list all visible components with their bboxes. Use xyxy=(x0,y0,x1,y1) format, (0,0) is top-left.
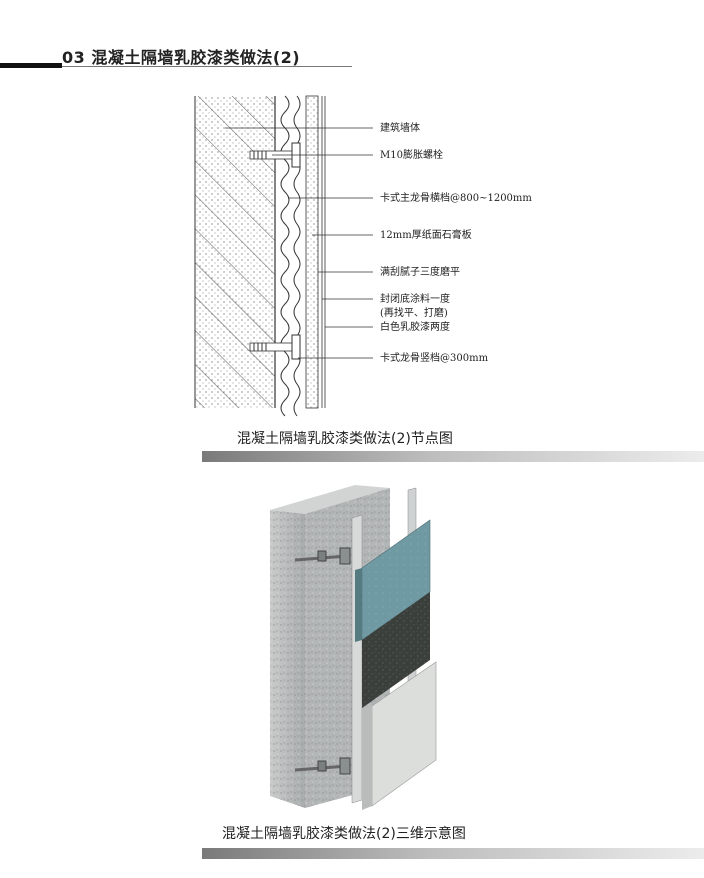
label-primer: 封闭底涂料一度 xyxy=(380,292,450,305)
isometric-drawing xyxy=(270,485,437,810)
label-main-keel: 卡式主龙骨横档@800~1200mm xyxy=(380,191,532,204)
concrete-wall xyxy=(194,96,276,408)
keel-profile xyxy=(280,95,290,417)
header-rule xyxy=(62,66,352,67)
section-caption: 混凝土隔墙乳胶漆类做法(2)节点图 xyxy=(237,431,453,447)
board-layers xyxy=(305,95,326,409)
expansion-bolt-bottom xyxy=(249,334,301,360)
label-gypsum-board: 12mm厚纸面石膏板 xyxy=(380,228,472,241)
leader-lines xyxy=(225,127,373,359)
header-bar xyxy=(0,63,62,68)
label-putty: 满刮腻子三度磨平 xyxy=(380,265,460,278)
label-vertical-keel: 卡式龙骨竖档@300mm xyxy=(380,351,489,364)
label-primer-note: (再找平、打磨) xyxy=(380,306,448,319)
page-title: 03 混凝土隔墙乳胶漆类做法(2) xyxy=(62,48,301,67)
label-building-wall: 建筑墙体 xyxy=(380,121,420,134)
isometric-caption: 混凝土隔墙乳胶漆类做法(2)三维示意图 xyxy=(222,826,466,842)
label-latex-paint: 白色乳胶漆两度 xyxy=(380,320,450,333)
caption-bar-1 xyxy=(202,451,704,462)
caption-bar-2 xyxy=(202,848,704,859)
label-expansion-bolt: M10膨胀螺栓 xyxy=(380,148,443,161)
